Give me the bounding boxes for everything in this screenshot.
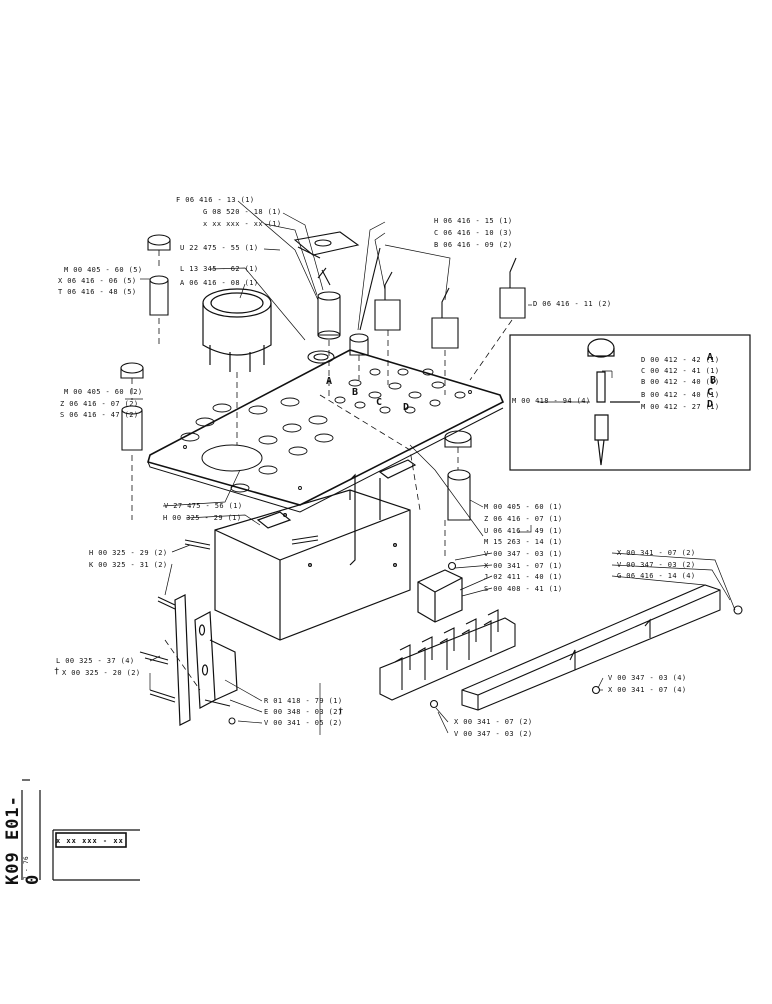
label-xx: x xx xxx - xx (1) (203, 220, 282, 228)
label-e348: E 00 348 - 03 (2) (264, 708, 343, 716)
panel-plate (147, 349, 505, 513)
label-h416: H 06 416 - 15 (1) (434, 217, 513, 225)
label-m405b: M 00 405 - 60 (2) (64, 388, 143, 396)
letter-d-inset: D (707, 399, 714, 410)
letter-b: B (352, 387, 359, 398)
label-l325: L 00 325 - 37 (4) (56, 657, 135, 665)
title-frame (21, 779, 140, 881)
label-x341b: X 00 341 - 07 (2) (617, 549, 696, 557)
left-bracket (174, 594, 238, 726)
label-d416: D 06 416 - 11 (2) (533, 300, 612, 308)
fuse-rail (461, 584, 743, 711)
label-g: G 08 520 - 18 (1) (203, 208, 282, 216)
label-u22: U 22 475 - 55 (1) (180, 244, 259, 252)
label-d412: D 00 412 - 42 (1) (641, 356, 720, 364)
label-m15: M 15 263 - 14 (1) (484, 538, 563, 546)
label-b416: B 06 416 - 09 (2) (434, 241, 513, 249)
letter-b-inset: B (710, 375, 717, 386)
label-h325b: H 00 325 - 29 (2) (89, 549, 168, 557)
label-r418: R 01 418 - 79 (1) (264, 697, 343, 705)
label-b412b: B 00 412 - 40 (1) (641, 391, 720, 399)
label-c412: C 00 412 - 41 (1) (641, 367, 720, 375)
dagger-mark-left: † (54, 667, 60, 677)
drawing-date: 7 - 76 (23, 855, 30, 880)
part-number-box: x xx xxx - xx (56, 837, 124, 845)
gauge (202, 288, 272, 372)
leader-lines (125, 200, 736, 735)
letter-c-inset: C (707, 387, 714, 398)
key-switch (297, 246, 341, 364)
label-v341: V 00 341 - 05 (2) (264, 719, 343, 727)
label-v347d: V 00 347 - 03 (2) (454, 730, 533, 738)
inset-box (509, 334, 751, 471)
label-v27: V 27 475 - 56 (1) (164, 502, 243, 510)
label-x325: X 00 325 - 20 (2) (62, 669, 141, 677)
label-b412a: B 00 412 - 40 (1) (641, 378, 720, 386)
label-t416: T 06 416 - 48 (5) (58, 288, 137, 296)
toggle-switches (374, 257, 526, 349)
label-x341a: X 00 341 - 07 (1) (484, 562, 563, 570)
letter-c: C (376, 397, 383, 408)
label-u416: U 06 416 - 49 (1) (484, 527, 563, 535)
screws-left (139, 535, 319, 725)
lower-housing (214, 459, 417, 641)
label-g416: G 06 416 - 14 (4) (617, 572, 696, 580)
label-v347a: V 00 347 - 03 (1) (484, 550, 563, 558)
label-v347b: V 00 347 - 03 (2) (617, 561, 696, 569)
label-m405a: M 00 405 - 60 (5) (64, 266, 143, 274)
dagger-mark-right: † (338, 707, 344, 717)
label-x341d: X 00 341 - 07 (2) (454, 718, 533, 726)
label-h325a: H 00 325 - 29 (1) (163, 514, 242, 522)
label-x341c: X 00 341 - 07 (4) (608, 686, 687, 694)
label-z416a: Z 06 416 - 07 (2) (60, 400, 139, 408)
label-a416: A 06 416 - 08 (1) (180, 279, 259, 287)
label-j411: J 02 411 - 40 (1) (484, 573, 563, 581)
fuse-block (379, 561, 516, 709)
label-m418: M 00 418 - 94 (4) (512, 397, 591, 405)
letter-a: A (326, 376, 333, 387)
label-m412: M 00 412 - 27 (1) (641, 403, 720, 411)
relay (417, 569, 463, 623)
indicator-lamps (120, 234, 472, 521)
label-c416: C 06 416 - 10 (3) (434, 229, 513, 237)
socket-plate (293, 231, 360, 256)
label-v347c: V 00 347 - 03 (4) (608, 674, 687, 682)
label-k325: K 00 325 - 31 (2) (89, 561, 168, 569)
label-s408: S 00 408 - 41 (1) (484, 585, 563, 593)
label-s416: S 06 416 - 47 (2) (60, 411, 139, 419)
letter-d: D (403, 402, 410, 413)
leader-lines-dashed (131, 250, 513, 691)
letter-a-inset: A (707, 352, 714, 363)
label-l13: L 13 345 - 62 (1) (180, 265, 259, 273)
label-m405c: M 00 405 - 60 (1) (484, 503, 563, 511)
label-z416b: Z 06 416 - 07 (1) (484, 515, 563, 523)
label-f: F 06 416 - 13 (1) (176, 196, 255, 204)
label-x416: X 06 416 - 06 (5) (58, 277, 137, 285)
